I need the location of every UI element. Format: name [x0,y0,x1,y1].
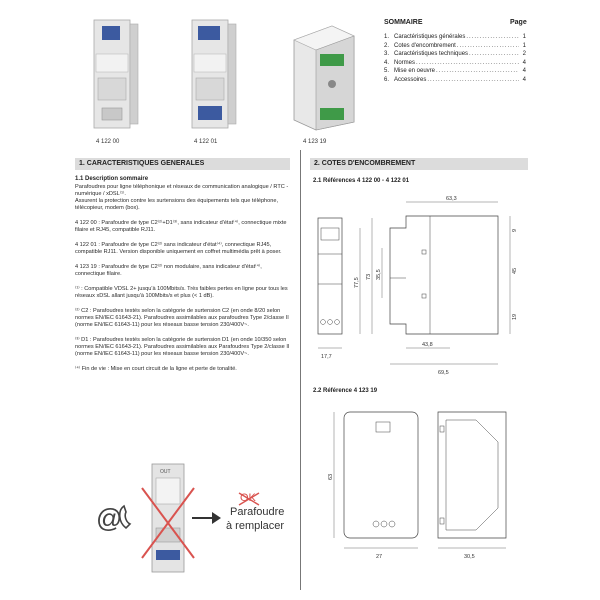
eol-label-line2: à remplacer [226,520,285,532]
ref-paragraph-412319: 4 123 19 : Parafoudre de type C2⁽²⁾ non … [75,264,262,277]
ref-paragraph-412200: 4 122 00 : Parafoudre de type C2⁽²⁾+D1⁽³… [75,220,287,233]
ref-paragraph-412201: 4 122 01 : Parafoudre de type C2⁽²⁾ sans… [75,242,282,255]
note-4: ⁽⁴⁾ Fin de vie : Mise en court circuit d… [75,366,237,372]
eol-strike-icon [238,492,260,511]
note-1: ⁽¹⁾ : Compatible VDSL 2+ jusqu'à 100Mbit… [75,286,288,299]
section-2-2-title: 2.2 Référence 4 123 19 [313,388,378,394]
sommaire-item[interactable]: 6.Accessoires4 [384,76,526,85]
sommaire-item[interactable]: 4.Normes4 [384,59,526,68]
module-out-label: OUT [160,469,171,475]
note-2: ⁽²⁾ C2 : Parafoudres testés selon la cat… [75,308,289,328]
dim-35-5: 35,5 [376,269,382,280]
sommaire-list: 1.Caractéristiques générales1 2.Cotes d'… [384,33,526,84]
sommaire-item[interactable]: 3.Caractéristiques techniques2 [384,50,526,59]
note-3: ⁽³⁾ D1 : Parafoudres testés selon la cat… [75,337,290,357]
sommaire-item[interactable]: 5.Mise en oeuvre4 [384,67,526,76]
product-photo-2 [188,18,238,133]
section-2-1-title: 2.1 Références 4 122 00 - 4 122 01 [313,178,410,184]
dim-69-5: 69,5 [438,370,449,376]
arrow-right-icon [192,511,222,530]
product-ref-3: 4 123 19 [303,139,327,145]
sommaire-item[interactable]: 2.Cotes d'encombrement1 [384,42,526,51]
dim-30-5: 30,5 [464,554,475,560]
telephone-internet-icon: @ [96,500,136,539]
sommaire-item[interactable]: 1.Caractéristiques générales1 [384,33,526,42]
eol-label-line1: Parafoudre [230,506,285,518]
dim-63: 63 [328,474,334,480]
column-divider [300,150,301,590]
section-1-header: 1. CARACTERISTIQUES GENERALES [75,158,290,170]
section-2-header: 2. COTES D'ENCOMBREMENT [310,158,528,170]
svg-text:@: @ [96,503,122,533]
product-ref-2: 4 122 01 [194,139,218,145]
dim-19: 19 [512,314,518,320]
dim-43-8: 43,8 [422,342,433,348]
dim-45: 45 [512,268,518,274]
section-1-body: Parafoudres pour ligne téléphonique et r… [75,184,290,373]
dim-63-3: 63,3 [446,196,457,202]
product-photo-1 [90,18,140,133]
intro-paragraph: Parafoudres pour ligne téléphonique et r… [75,184,289,197]
product-photo-3 [288,22,358,132]
dim-17-7: 17,7 [321,354,332,360]
dimension-drawing-2-2: 63 27 30,5 [328,411,507,560]
sommaire-title: SOMMAIRE [384,19,423,26]
dim-9: 9 [512,229,518,232]
module-crossed-icon [140,458,196,583]
dim-27: 27 [376,554,382,560]
dimension-drawing-2-1: 17,7 77,5 73 35,5 63,3 9 45 19 43,8 69,5 [317,196,518,376]
intro-paragraph-2: Assurent la protection contre les surten… [75,198,279,211]
section-1-1-title: 1.1 Description sommaire [75,176,149,182]
dim-73: 73 [366,274,372,280]
product-ref-1: 4 122 00 [96,139,120,145]
sommaire-page-label: Page [510,19,527,26]
dim-77-5: 77,5 [354,277,360,288]
